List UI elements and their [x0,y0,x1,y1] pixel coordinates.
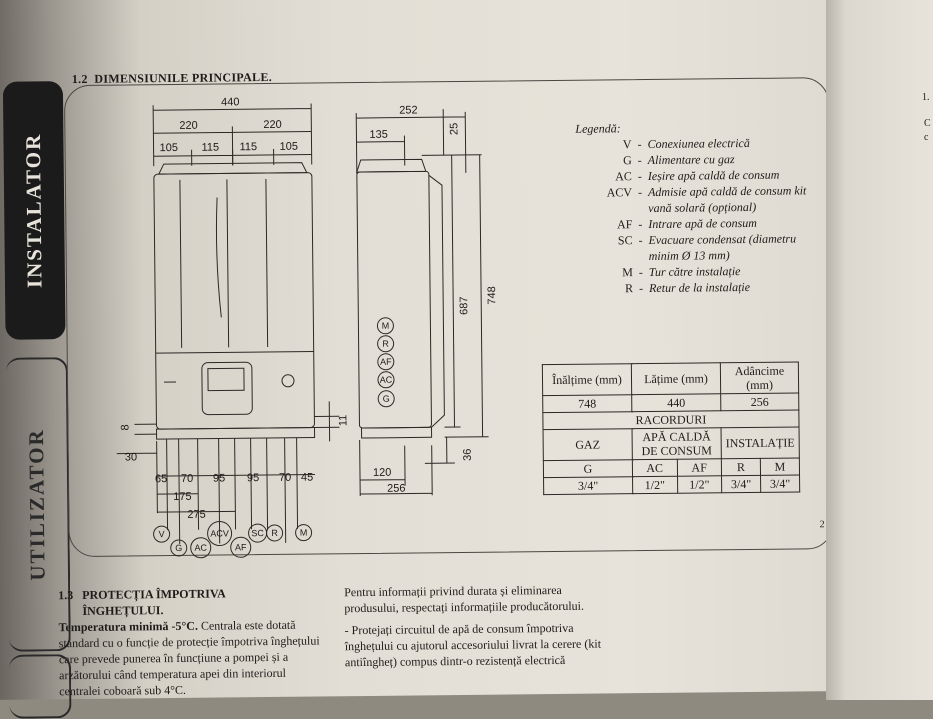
boiler-bottom-fittings [155,427,316,440]
dim-70b: 70 [279,472,291,484]
td-width: 440 [631,393,721,412]
side-connector-circles [376,317,395,408]
page-number: 2 [819,519,825,531]
conn-af: AF [235,542,247,552]
conn-ac: AC [194,543,207,553]
dim-45: 45 [301,472,313,484]
td-height: 748 [542,394,632,413]
td-depth: 256 [720,392,799,411]
dim-748: 748 [486,286,498,304]
td-c-r: R [721,458,761,476]
dim-half-left: 220 [179,120,197,132]
dim-687: 687 [458,297,470,315]
side-ac: AC [380,375,393,385]
td-c-af: AF [676,458,722,477]
side-r: R [382,339,389,349]
side-top-fittings [356,158,427,173]
dim-135: 135 [369,129,387,141]
conn-m: M [300,528,308,538]
dim-95a: 95 [213,472,225,484]
boiler-side-body [356,170,432,429]
dimensions-table: Înălțime (mm) Lățime (mm) Adâncime (mm) … [542,361,800,495]
dim-25: 25 [448,123,460,135]
dim-256: 256 [387,483,405,495]
td-s-m: 3/4" [760,474,800,493]
conn-v: V [159,529,165,539]
td-c-ac: AC [632,459,678,477]
th-apa: APĂ CALDĂ DE CONSUM [632,427,722,460]
right-page: 1. C c [826,0,933,700]
td-s-af: 1/2" [677,475,722,494]
dim-65: 65 [155,473,167,485]
manual-page: INSTALATOR UTILIZATOR 1.2 DIMENSIUNILE P… [0,0,858,719]
conn-sc: SC [251,528,264,538]
th-width: Lățime (mm) [631,362,721,395]
th-instalatie: INSTALAȚIE [721,426,800,459]
col2-paragraph1: Pentru informații privind durata și elim… [344,582,585,616]
dim-seg4: 105 [279,141,297,153]
dim-right-11: 11 [337,415,349,427]
dim-175: 175 [173,491,191,503]
col2-paragraph2: - Protejați circuitul de apă de consum î… [344,620,602,670]
th-gaz: GAZ [543,428,633,461]
right-page-text: c [924,132,929,143]
td-s-g: 3/4" [543,476,633,495]
conn-r: R [271,528,278,538]
dimension-drawing: 440 220 220 105 115 115 105 8 30 11 65 7… [116,96,498,559]
dim-36: 36 [462,449,474,461]
dim-120: 120 [373,467,391,479]
dim-seg3: 115 [239,141,257,153]
dim-seg2: 115 [201,142,219,154]
td-c-m: M [760,457,800,476]
th-depth: Adâncime (mm) [720,361,799,394]
conn-g: G [175,543,182,553]
dim-left-8: 8 [119,424,131,430]
legend-item: ACV-Admisie apă caldă de consum kit vană… [606,183,807,216]
conn-acv: ACV [210,528,229,538]
right-page-text: 1. [922,92,930,103]
side-af: AF [380,357,392,367]
dim-seg1: 105 [159,142,177,154]
dim-275: 275 [187,509,205,521]
td-s-ac: 1/2" [632,476,678,494]
section-col2: Pentru informații privind durata și elim… [344,581,607,670]
side-g: G [383,394,390,404]
right-page-text: C [924,118,931,129]
dim-depth-252: 252 [399,104,417,116]
legend: Legendă: V-Conexiunea electrică G-Alimen… [571,118,809,296]
section-1-3-text: Temperatura minimă -5°C. Centrala este d… [58,617,320,699]
legend-item: SC-Evacuare condensat (diametru minim Ø … [617,231,797,264]
control-panel [201,361,253,416]
td-c-g: G [543,459,633,478]
dim-total-width: 440 [221,96,239,108]
th-height: Înălțime (mm) [542,363,632,396]
dim-half-right: 220 [263,119,281,131]
bottom-tick-lines [166,437,299,544]
legend-item: R-Retur de la instalație [624,279,751,296]
bottom-connector-circles [153,521,313,559]
dim-95b: 95 [247,472,259,484]
td-s-r: 3/4" [721,475,761,493]
pressure-gauge [281,374,295,388]
dim-70a: 70 [181,473,193,485]
side-m: M [382,321,390,331]
dim-30: 30 [125,451,137,463]
